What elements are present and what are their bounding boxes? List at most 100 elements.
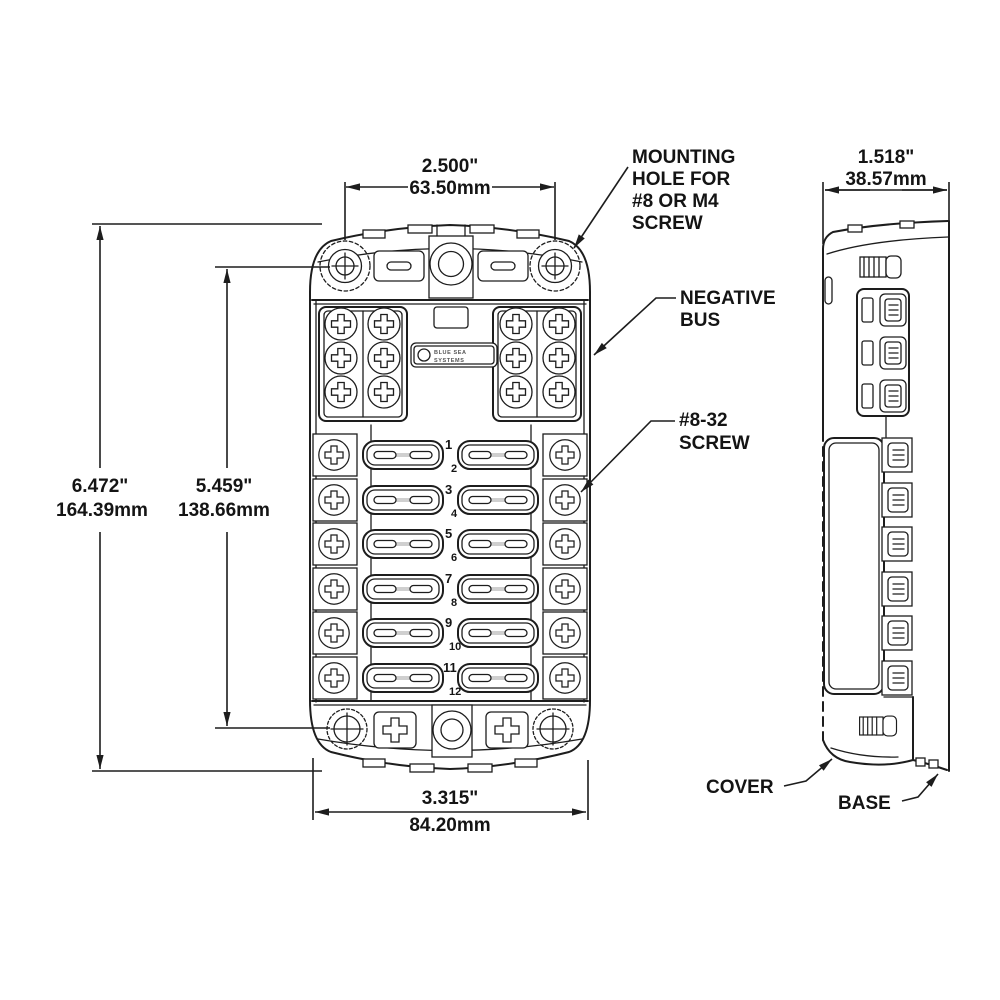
circuit-number: 4: [451, 508, 458, 520]
latch-tab: [407, 224, 433, 234]
fuse-row-1: 1 2: [312, 433, 588, 477]
negative-bus-right: [492, 306, 582, 422]
latch-tab: [899, 220, 915, 229]
mounting-hole-top-left: [319, 240, 371, 292]
latch-tab: [409, 763, 435, 773]
callout-negative-bus-line-1: NEGATIVE: [680, 288, 776, 309]
fuse-row-6: 11 12: [312, 656, 588, 700]
circuit-number: 9: [445, 615, 452, 630]
dim-depth-mm: 38.57mm: [845, 169, 926, 190]
dim-hole-spacing: 5.459" 138.66mm: [178, 266, 330, 729]
callout-negative-bus: NEGATIVE BUS: [593, 288, 776, 356]
fuse-slot: [362, 440, 444, 470]
center-window: [433, 306, 469, 329]
base-bottom: [822, 696, 948, 771]
mounting-hole-top-right: [529, 240, 581, 292]
fuse-row-5: 9 10: [312, 611, 588, 655]
mounting-hole-bottom-left: [326, 708, 368, 750]
callout-terminal-screw: #8-32 SCREW: [580, 410, 750, 493]
dim-hole-spacing-mm: 138.66mm: [178, 500, 270, 521]
callout-mounting-hole-line-3: #8 OR M4: [632, 191, 719, 212]
dim-overall-width-in: 3.315": [422, 788, 479, 809]
dim-mounting-width: 2.500" 63.50mm: [344, 156, 556, 240]
positive-slot-left: [373, 711, 417, 749]
dim-depth: 1.518" 38.57mm: [822, 147, 950, 244]
dim-hole-spacing-in: 5.459": [196, 476, 253, 497]
fuse-slot: [362, 529, 444, 559]
terminal-screw: [318, 617, 350, 649]
brand-line-1: BLUE SEA: [434, 350, 467, 356]
cover-top-edge: [822, 220, 949, 250]
bottom-center-stud: [431, 704, 473, 758]
dim-mounting-width-mm: 63.50mm: [409, 178, 490, 199]
callout-mounting-hole-line-1: MOUNTING: [632, 147, 735, 168]
latch-tab: [362, 758, 386, 768]
terminal-screw: [549, 528, 581, 560]
fuse-slot: [457, 529, 539, 559]
latch-tab: [467, 763, 493, 773]
circuit-number: 10: [449, 641, 461, 653]
circuit-number: 3: [445, 482, 452, 497]
circuit-number: 1: [445, 437, 452, 452]
dim-overall-width-mm: 84.20mm: [409, 815, 490, 836]
terminal-screw: [318, 662, 350, 694]
latch-tab: [469, 224, 495, 234]
fuse-slot: [362, 663, 444, 693]
terminal-screw: [549, 573, 581, 605]
terminal-screw: [318, 484, 350, 516]
circuit-number: 12: [449, 686, 461, 698]
terminal-screw: [549, 439, 581, 471]
circuit-number: 6: [451, 552, 457, 564]
side-view: [822, 220, 950, 772]
base-screw-side: [859, 715, 898, 737]
fuse-slot: [362, 618, 444, 648]
circuit-number: 8: [451, 597, 457, 609]
positive-slot-right: [485, 711, 529, 749]
fuse-slot: [457, 618, 539, 648]
negative-slot-right: [477, 250, 529, 282]
terminal-screw: [318, 528, 350, 560]
circuit-number: 5: [445, 526, 452, 541]
callout-mounting-hole: MOUNTING HOLE FOR #8 OR M4 SCREW: [573, 147, 735, 249]
callout-cover-label: COVER: [706, 777, 774, 798]
base-foot: [915, 757, 926, 767]
callout-negative-bus-line-2: BUS: [680, 310, 720, 331]
negative-slot-left: [373, 250, 425, 282]
base-foot: [928, 759, 939, 769]
fuse-slot: [457, 574, 539, 604]
circuit-number: 11: [443, 660, 457, 675]
terminal-screw: [549, 662, 581, 694]
dim-overall-height-in: 6.472": [72, 476, 129, 497]
latch-tab: [516, 229, 540, 239]
latch-tab: [847, 224, 863, 233]
terminal-screw: [318, 439, 350, 471]
terminal-screw: [549, 617, 581, 649]
dim-depth-in: 1.518": [858, 147, 915, 168]
latch-tab: [362, 229, 386, 239]
callout-terminal-screw-line-1: #8-32: [679, 410, 728, 431]
circuit-number: 2: [451, 463, 457, 475]
fuse-slot: [457, 440, 539, 470]
callout-terminal-screw-line-2: SCREW: [679, 433, 750, 454]
fuse-row-3: 5 6: [312, 522, 588, 566]
callout-base-label: BASE: [838, 793, 891, 814]
fuse-slot: [362, 485, 444, 515]
fuse-slot: [362, 574, 444, 604]
dim-overall-height: 6.472" 164.39mm: [56, 223, 322, 772]
bus-screw-side: [859, 255, 902, 279]
brand-badge: BLUE SEA SYSTEMS: [410, 342, 498, 368]
terminal-screw: [318, 573, 350, 605]
side-slot: [824, 276, 833, 305]
circuit-number: 7: [445, 571, 452, 586]
dim-overall-height-mm: 164.39mm: [56, 500, 148, 521]
dim-overall-width: 3.315" 84.20mm: [312, 758, 589, 836]
brand-line-2: SYSTEMS: [434, 358, 464, 364]
front-view: BLUE SEA SYSTEMS 1 2 3 4: [309, 223, 591, 773]
negative-bus-left: [318, 306, 408, 422]
callout-base: BASE: [838, 773, 939, 814]
top-center-stud: [428, 224, 474, 299]
callout-mounting-hole-line-4: SCREW: [632, 213, 703, 234]
fuse-slot: [457, 663, 539, 693]
fuse-slot: [457, 485, 539, 515]
